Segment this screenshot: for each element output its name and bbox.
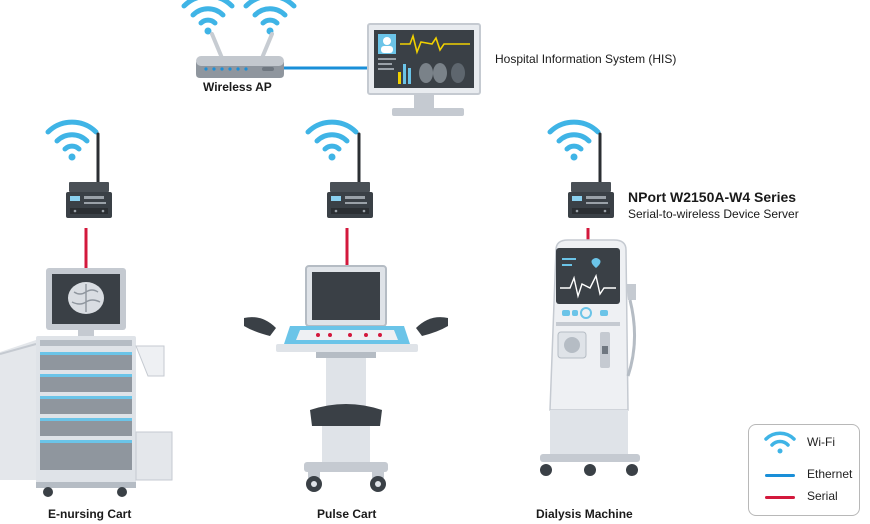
wifi-icon — [550, 122, 598, 160]
product-description: Serial-to-wireless Device Server — [628, 207, 799, 221]
legend-serial: Serial — [763, 487, 855, 507]
legend-wifi-label: Wi-Fi — [807, 435, 835, 449]
cart2-label: Pulse Cart — [317, 507, 377, 521]
pulse-cart — [244, 265, 448, 492]
wifi-icon — [48, 122, 96, 160]
cart3-label: Dialysis Machine — [536, 507, 633, 521]
his-label: Hospital Information System (HIS) — [495, 52, 677, 66]
e-nursing-cart — [0, 268, 173, 497]
wifi-icon — [184, 0, 232, 34]
wireless-ap — [184, 0, 294, 78]
legend-serial-label: Serial — [807, 489, 838, 503]
wifi-icon — [246, 0, 294, 34]
wifi-icon — [308, 122, 356, 160]
serial-line-swatch — [765, 496, 795, 499]
wireless-ap-label: Wireless AP — [203, 80, 272, 94]
ethernet-line-swatch — [765, 474, 795, 477]
legend-ethernet-label: Ethernet — [807, 467, 853, 481]
wifi-icon — [764, 431, 796, 454]
legend: Wi-Fi Ethernet Serial — [748, 424, 860, 516]
dialysis-machine — [540, 239, 640, 476]
legend-wifi: Wi-Fi — [763, 431, 855, 454]
his-monitor — [367, 23, 481, 116]
product-name: NPort W2150A-W4 Series — [628, 189, 797, 205]
legend-ethernet: Ethernet — [763, 465, 855, 485]
cart1-label: E-nursing Cart — [48, 507, 132, 521]
